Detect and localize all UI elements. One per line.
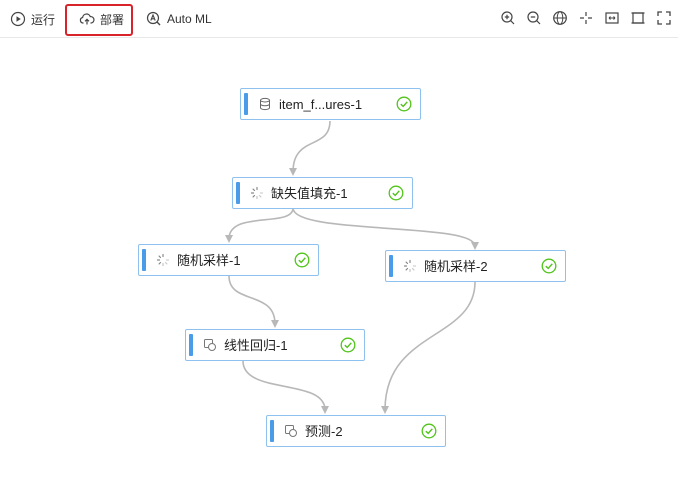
node-accent-bar	[244, 93, 248, 115]
deploy-button[interactable]: 部署	[79, 8, 124, 30]
node-accent-bar	[389, 255, 393, 277]
node-accent-bar	[142, 249, 146, 271]
view-tools	[500, 10, 672, 26]
frame-icon[interactable]	[630, 10, 646, 26]
globe-icon[interactable]	[552, 10, 568, 26]
spinner-icon	[156, 253, 170, 267]
edge-n2-n3	[225, 207, 294, 243]
node-accent-bar	[270, 420, 274, 442]
automl-label: Auto ML	[167, 12, 212, 26]
play-icon	[10, 11, 26, 27]
node-label: 预测-2	[305, 424, 343, 439]
run-button[interactable]: 运行	[10, 8, 55, 30]
cloud-upload-icon	[79, 11, 95, 27]
fullscreen-icon[interactable]	[656, 10, 672, 26]
run-label: 运行	[31, 12, 56, 27]
node-label: 缺失值填充-1	[271, 186, 348, 201]
model-icon	[284, 424, 298, 438]
crosshair-icon[interactable]	[578, 10, 594, 26]
deploy-highlight-box	[65, 4, 133, 36]
pipeline-node-missing-value-fill[interactable]: 缺失值填充-1	[232, 177, 413, 209]
node-label: 线性回归-1	[224, 338, 288, 353]
success-check-icon	[421, 423, 437, 439]
toolbar: 运行 部署 Auto ML	[0, 0, 678, 38]
zoom-in-icon[interactable]	[500, 10, 516, 26]
success-check-icon	[340, 337, 356, 353]
node-label: 随机采样-2	[424, 259, 488, 274]
model-icon	[203, 338, 217, 352]
edge-n1-n2	[289, 120, 331, 176]
spinner-icon	[403, 259, 417, 273]
edge-n5-n6	[242, 360, 329, 414]
edge-n2-n4	[292, 207, 479, 250]
edge-n4-n6	[381, 281, 476, 414]
node-accent-bar	[189, 334, 193, 356]
automl-icon	[146, 11, 162, 27]
success-check-icon	[388, 185, 404, 201]
database-icon	[258, 97, 272, 111]
success-check-icon	[294, 252, 310, 268]
pipeline-node-predict[interactable]: 预测-2	[266, 415, 446, 447]
pipeline-node-item-features[interactable]: item_f...ures-1	[240, 88, 421, 120]
deploy-label: 部署	[100, 12, 125, 27]
pipeline-node-random-sample-1[interactable]: 随机采样-1	[138, 244, 319, 276]
spinner-icon	[250, 186, 264, 200]
success-check-icon	[541, 258, 557, 274]
zoom-out-icon[interactable]	[526, 10, 542, 26]
node-accent-bar	[236, 182, 240, 204]
automl-button[interactable]: Auto ML	[146, 8, 212, 30]
success-check-icon	[396, 96, 412, 112]
node-label: 随机采样-1	[177, 253, 241, 268]
pipeline-node-linear-regression[interactable]: 线性回归-1	[185, 329, 365, 361]
pipeline-node-random-sample-2[interactable]: 随机采样-2	[385, 250, 566, 282]
node-label: item_f...ures-1	[279, 97, 363, 112]
edge-n3-n5	[228, 275, 279, 328]
fit-view-icon[interactable]	[604, 10, 620, 26]
